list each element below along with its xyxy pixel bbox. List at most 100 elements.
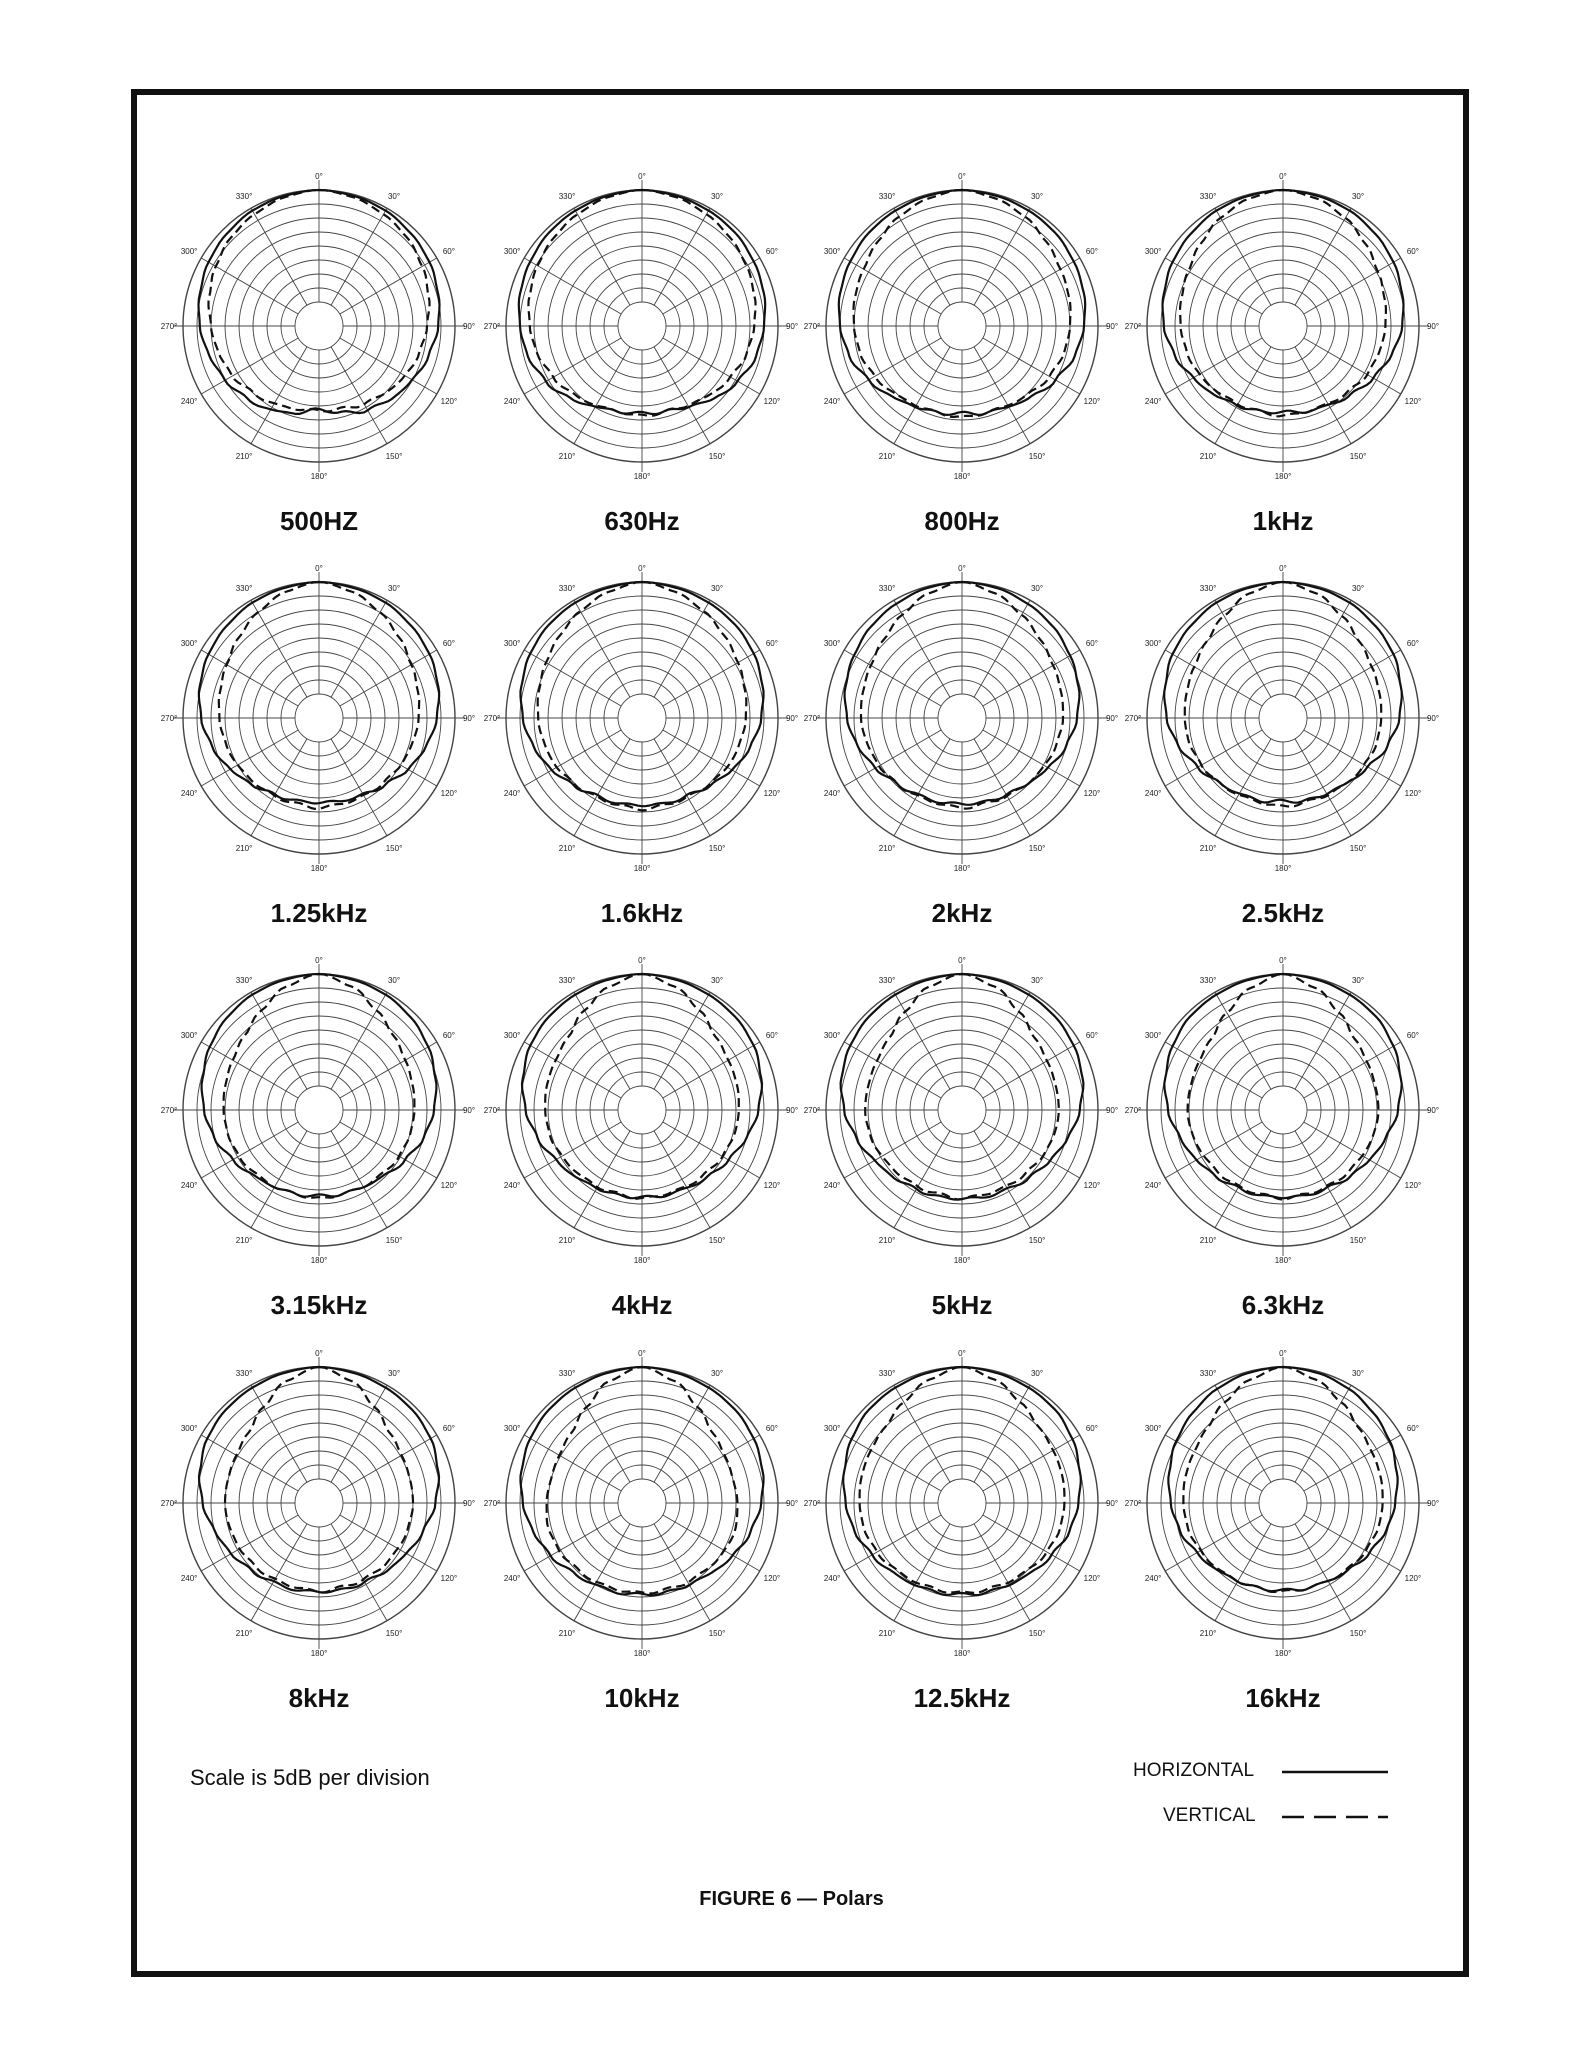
frequency-label: 16kHz — [1245, 1683, 1321, 1713]
grid-spoke — [1214, 599, 1272, 698]
angle-tick-label: 120° — [1084, 1574, 1101, 1583]
grid-spoke — [1303, 1121, 1402, 1179]
grid-spoke — [1214, 991, 1272, 1090]
polar-chart: 0°30°60°90°120°150°180°210°240°270°300°3… — [804, 564, 1118, 873]
grid-spoke — [893, 207, 951, 306]
angle-tick-label: 300° — [504, 1031, 521, 1040]
angle-tick-label: 60° — [443, 247, 455, 256]
grid-spoke — [250, 1384, 308, 1483]
grid-spoke — [982, 1121, 1081, 1179]
angle-tick-label: 300° — [504, 247, 521, 256]
angle-tick-label: 120° — [441, 1181, 458, 1190]
angle-tick-label: 210° — [559, 452, 576, 461]
angle-tick-label: 60° — [766, 247, 778, 256]
angle-tick-label: 240° — [1145, 1181, 1162, 1190]
angle-tick-label: 60° — [1407, 1424, 1419, 1433]
angle-tick-label: 120° — [1084, 1181, 1101, 1190]
angle-tick-label: 240° — [824, 789, 841, 798]
grid-spoke — [653, 207, 711, 306]
polar-chart: 0°30°60°90°120°150°180°210°240°270°300°3… — [484, 1349, 798, 1658]
grid-spoke — [973, 1384, 1031, 1483]
legend-horizontal-label: HORIZONTAL — [1133, 1760, 1255, 1781]
angle-tick-label: 120° — [441, 1574, 458, 1583]
angle-tick-label: 30° — [388, 1369, 400, 1378]
angle-tick-label: 330° — [879, 1369, 896, 1378]
frequency-label: 6.3kHz — [1241, 1290, 1325, 1320]
angle-tick-label: 270° — [1125, 1499, 1142, 1508]
angle-tick-label: 330° — [559, 192, 576, 201]
grid-spoke — [893, 1523, 951, 1622]
angle-tick-label: 60° — [1086, 247, 1098, 256]
angle-tick-label: 330° — [1200, 976, 1217, 985]
polar-chart: 0°30°60°90°120°150°180°210°240°270°300°3… — [161, 564, 475, 873]
angle-tick-label: 90° — [786, 322, 798, 331]
angle-tick-label: 150° — [709, 1236, 726, 1245]
angle-tick-label: 180° — [1275, 1256, 1292, 1265]
angle-tick-label: 240° — [181, 1574, 198, 1583]
grid-spoke — [250, 1523, 308, 1622]
angle-tick-label: 30° — [711, 192, 723, 201]
grid-spoke — [1164, 337, 1263, 395]
series-vertical-line — [1183, 580, 1383, 808]
angle-tick-label: 90° — [463, 1499, 475, 1508]
series-horizontal-line — [1163, 580, 1403, 804]
angle-tick-label: 330° — [879, 976, 896, 985]
grid-spoke — [330, 1523, 388, 1622]
angle-tick-label: 150° — [386, 452, 403, 461]
grid-spoke — [330, 599, 388, 698]
grid-spoke — [1164, 1121, 1263, 1179]
grid-spoke — [523, 1514, 622, 1572]
polar-chart: 0°30°60°90°120°150°180°210°240°270°300°3… — [804, 956, 1118, 1265]
angle-tick-label: 240° — [1145, 1574, 1162, 1583]
angle-tick-label: 30° — [1352, 584, 1364, 593]
polar-chart: 0°30°60°90°120°150°180°210°240°270°300°3… — [161, 172, 475, 481]
grid-spoke — [330, 991, 388, 1090]
grid-spoke — [573, 346, 631, 445]
grid-spoke — [339, 257, 438, 315]
angle-tick-label: 0° — [315, 172, 323, 181]
frequency-label: 2.5kHz — [1241, 898, 1325, 928]
grid-spoke — [200, 649, 299, 707]
grid-spoke — [1214, 738, 1272, 837]
angle-tick-label: 150° — [709, 1629, 726, 1638]
angle-tick-label: 180° — [634, 472, 651, 481]
angle-tick-label: 270° — [161, 714, 178, 723]
angle-tick-label: 180° — [954, 1256, 971, 1265]
grid-spoke — [523, 257, 622, 315]
grid-spoke — [1164, 649, 1263, 707]
angle-tick-label: 240° — [1145, 397, 1162, 406]
grid-spoke — [662, 649, 761, 707]
grid-spoke — [250, 1130, 308, 1229]
angle-tick-label: 0° — [315, 1349, 323, 1358]
angle-tick-label: 30° — [1031, 976, 1043, 985]
grid-spoke — [523, 1041, 622, 1099]
grid-spoke — [330, 346, 388, 445]
angle-tick-label: 120° — [764, 789, 781, 798]
angle-tick-label: 210° — [879, 844, 896, 853]
angle-tick-label: 180° — [1275, 472, 1292, 481]
angle-tick-label: 210° — [1200, 452, 1217, 461]
angle-tick-label: 180° — [311, 864, 328, 873]
angle-tick-label: 210° — [236, 1236, 253, 1245]
grid-spoke — [1164, 257, 1263, 315]
grid-spoke — [339, 337, 438, 395]
angle-tick-label: 180° — [311, 472, 328, 481]
angle-tick-label: 180° — [954, 864, 971, 873]
series-vertical-line — [852, 188, 1072, 418]
angle-tick-label: 150° — [1029, 844, 1046, 853]
grid-spoke — [573, 738, 631, 837]
grid-spoke — [843, 649, 942, 707]
angle-tick-label: 90° — [1427, 322, 1439, 331]
grid-spoke — [573, 207, 631, 306]
grid-spoke — [843, 1514, 942, 1572]
grid-spoke — [330, 207, 388, 306]
grid-spoke — [200, 1434, 299, 1492]
angle-tick-label: 120° — [1084, 397, 1101, 406]
series-vertical-line — [527, 188, 757, 417]
figure-caption: FIGURE 6 — Polars — [699, 1888, 884, 1910]
grid-spoke — [982, 1041, 1081, 1099]
angle-tick-label: 240° — [181, 1181, 198, 1190]
grid-spoke — [653, 991, 711, 1090]
series-horizontal-line — [520, 972, 764, 1200]
